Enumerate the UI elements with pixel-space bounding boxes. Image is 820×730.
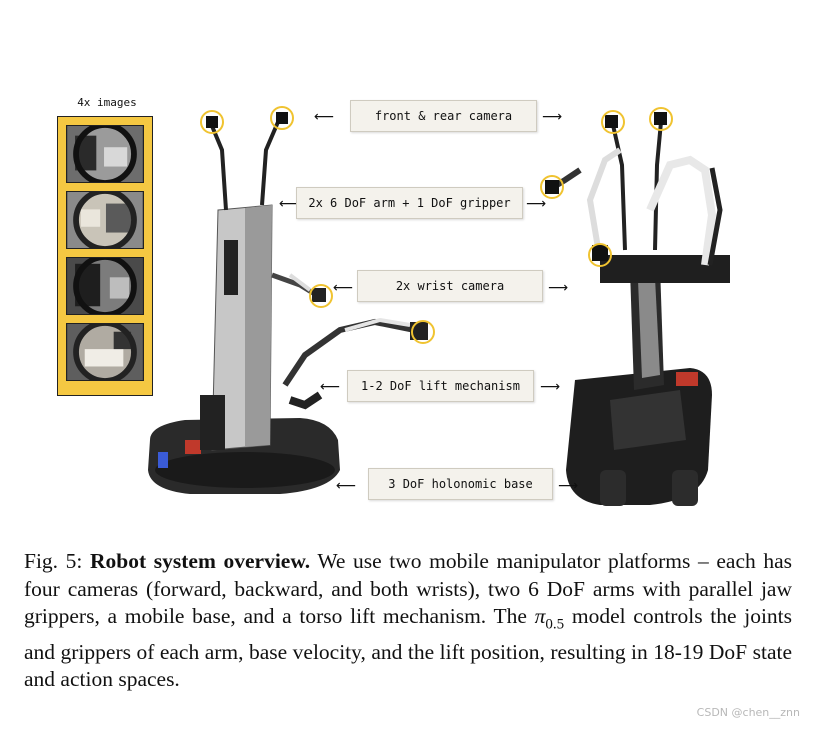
camera-image-2 bbox=[66, 191, 144, 249]
arrow-right-arm: ⟶ bbox=[526, 196, 547, 212]
arrow-right-cameras: ⟶ bbox=[542, 109, 563, 125]
arrow-left-lift: ⟵ bbox=[320, 379, 341, 395]
right-robot bbox=[540, 107, 730, 506]
watermark: CSDN @chen__znn bbox=[696, 706, 800, 719]
figure: 4x images ⟵ front & rear camera ⟶ ⟵ 2x 6… bbox=[57, 96, 730, 506]
label-lift-mechanism: 1-2 DoF lift mechanism bbox=[347, 370, 534, 402]
arrow-left-base: ⟵ bbox=[336, 478, 357, 494]
caption-title: Robot system overview. bbox=[90, 549, 311, 573]
robot-illustration bbox=[148, 106, 730, 506]
caption-math: π0.5 bbox=[534, 604, 565, 632]
caption-math-subscript: 0.5 bbox=[545, 616, 565, 633]
label-front-rear-camera: front & rear camera bbox=[350, 100, 537, 132]
figure-caption: Fig. 5: Robot system overview. We use tw… bbox=[24, 548, 792, 694]
camera-image-3 bbox=[66, 257, 144, 315]
image-strip-title: 4x images bbox=[77, 96, 137, 109]
arrow-left-arm: ⟵ bbox=[279, 196, 300, 212]
caption-body-2: model controls the joints and grippers o… bbox=[24, 604, 793, 692]
left-robot bbox=[148, 106, 435, 494]
label-holonomic-base: 3 DoF holonomic base bbox=[368, 468, 553, 500]
arrow-right-base: ⟶ bbox=[558, 478, 579, 494]
caption-prefix: Fig. 5: bbox=[24, 549, 83, 573]
camera-image-4 bbox=[66, 323, 144, 381]
image-strip bbox=[57, 116, 153, 396]
arrow-left-cameras: ⟵ bbox=[314, 109, 335, 125]
arrow-right-lift: ⟶ bbox=[540, 379, 561, 395]
caption-body-1: We use two mobile manipulator platforms … bbox=[24, 549, 793, 628]
label-arm-gripper: 2x 6 DoF arm + 1 DoF gripper bbox=[296, 187, 523, 219]
arrow-left-wrist: ⟵ bbox=[333, 280, 354, 296]
arrow-right-wrist: ⟶ bbox=[548, 280, 569, 296]
caption-math-symbol: π bbox=[534, 604, 546, 628]
camera-image-1 bbox=[66, 125, 144, 183]
label-wrist-camera: 2x wrist camera bbox=[357, 270, 543, 302]
